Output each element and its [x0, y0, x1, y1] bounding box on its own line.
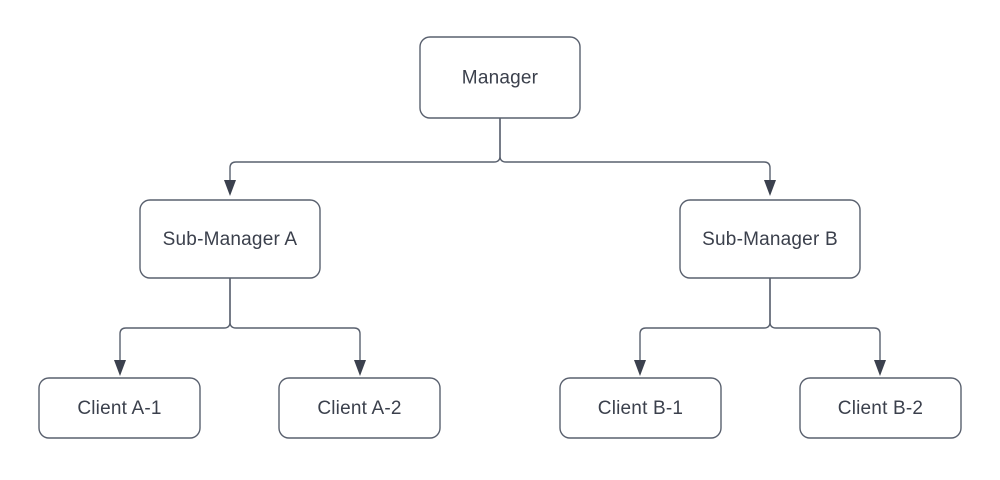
node-box[interactable] — [278, 377, 441, 439]
node-client-b-2[interactable]: Client B-2 — [799, 377, 962, 439]
edge-sub-b-client-b-2 — [769, 278, 886, 376]
edge-manager-sub-b — [499, 118, 776, 196]
node-client-a-2[interactable]: Client A-2 — [278, 377, 441, 439]
arrowhead-icon — [634, 360, 646, 376]
connector-line — [499, 118, 771, 181]
node-label: Client B-1 — [598, 398, 683, 419]
connector-line — [229, 278, 361, 361]
node-box[interactable] — [799, 377, 962, 439]
edge-sub-a-client-a-2 — [229, 278, 366, 376]
connector-line — [639, 278, 771, 361]
node-label: Client A-2 — [317, 398, 401, 419]
node-box[interactable] — [679, 199, 861, 279]
node-label: Manager — [462, 68, 539, 89]
edge-sub-a-client-a-1 — [114, 278, 231, 376]
edge-manager-sub-a — [224, 118, 501, 196]
connector-line — [769, 278, 881, 361]
node-client-b-1[interactable]: Client B-1 — [559, 377, 722, 439]
edge-layer — [114, 118, 886, 376]
node-label: Client A-1 — [77, 398, 161, 419]
node-box[interactable] — [419, 36, 581, 119]
node-manager[interactable]: Manager — [419, 36, 581, 119]
node-box[interactable] — [559, 377, 722, 439]
node-label: Client B-2 — [838, 398, 923, 419]
node-label: Sub-Manager B — [702, 229, 838, 250]
node-sub-manager-b[interactable]: Sub-Manager B — [679, 199, 861, 279]
connector-line — [229, 118, 501, 181]
arrowhead-icon — [764, 180, 776, 196]
arrowhead-icon — [224, 180, 236, 196]
node-sub-manager-a[interactable]: Sub-Manager A — [139, 199, 321, 279]
edge-sub-b-client-b-1 — [634, 278, 771, 376]
node-box[interactable] — [38, 377, 201, 439]
arrowhead-icon — [354, 360, 366, 376]
node-label: Sub-Manager A — [163, 229, 298, 250]
arrowhead-icon — [874, 360, 886, 376]
node-box[interactable] — [139, 199, 321, 279]
connector-line — [119, 278, 231, 361]
arrowhead-icon — [114, 360, 126, 376]
node-client-a-1[interactable]: Client A-1 — [38, 377, 201, 439]
